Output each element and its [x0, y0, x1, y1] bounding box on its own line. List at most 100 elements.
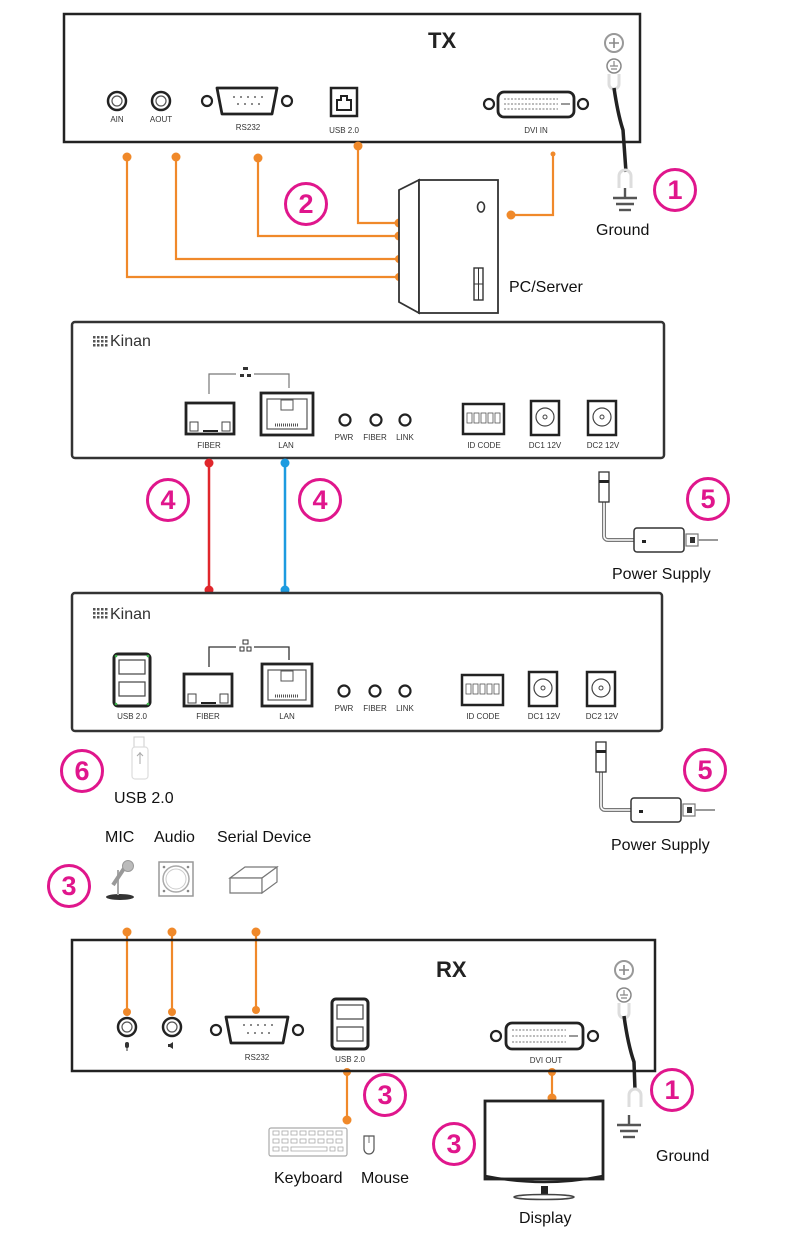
usb-a-dual-port [112, 652, 152, 708]
extender-rx-unit [70, 591, 664, 733]
dvi-in-label: DVI IN [524, 126, 548, 135]
lan-port-label: LAN [278, 441, 294, 450]
ground-cable [622, 1015, 637, 1091]
dc1-label: DC1 12V [527, 712, 561, 721]
link-led-label: LINK [396, 433, 414, 442]
kinan-logo-icon [93, 608, 108, 619]
step-number-3-usb: 3 [363, 1073, 407, 1117]
mic-label: MIC [105, 829, 135, 846]
step-number-5-bottom: 5 [683, 748, 727, 792]
serial-device-icon [228, 865, 279, 895]
microphone-icon [106, 860, 134, 900]
serial-device-label: Serial Device [217, 829, 312, 846]
pwr-led [338, 413, 352, 427]
rx-cable-dots [122, 927, 557, 1125]
tx-cables [125, 146, 555, 279]
mic-symbol-icon [125, 1042, 129, 1051]
id-code-label: ID CODE [467, 441, 501, 450]
link-led [398, 684, 412, 698]
speaker-icon [158, 861, 194, 897]
id-code-dip-switch [460, 673, 505, 707]
audio-out-port [161, 1016, 183, 1038]
aout-label: AOUT [149, 115, 173, 124]
lan-cable [280, 458, 290, 595]
ground-icon [615, 1113, 643, 1139]
fiber-cable [204, 458, 214, 595]
step-number-1: 1 [653, 168, 697, 212]
step-number-2: 2 [284, 182, 328, 226]
fiber-port-label: FIBER [196, 712, 220, 721]
rx-peripheral-cables [125, 932, 554, 1120]
usb-a-dual-port [330, 997, 370, 1051]
mouse-icon [363, 1135, 375, 1155]
fiber-port [184, 401, 236, 436]
ground-screw-icon [604, 33, 624, 91]
dc1-power-jack [529, 399, 561, 437]
keyboard-icon [268, 1127, 348, 1157]
speaker-symbol-icon [168, 1042, 173, 1049]
brand-label: Kinan [110, 606, 151, 623]
network-icon [240, 367, 251, 377]
step-number-3-peripherals: 3 [47, 864, 91, 908]
ground-label: Ground [596, 222, 650, 239]
usb-label: USB 2.0 [335, 1055, 365, 1064]
ground-label-bottom: Ground [656, 1148, 710, 1165]
usb-label: USB 2.0 [329, 126, 359, 135]
rx-title: RX [436, 957, 467, 982]
pwr-led-label: PWR [334, 433, 354, 442]
ain-label: AIN [110, 115, 124, 124]
rs232-label: RS232 [235, 123, 261, 132]
usb-b-port [329, 86, 359, 118]
tx-title: TX [428, 28, 457, 53]
link-led [398, 413, 412, 427]
ain-port [106, 90, 128, 112]
pwr-led-label: PWR [334, 704, 354, 713]
ground-screw-icon [614, 960, 634, 1020]
dvi-out-port [489, 1021, 600, 1051]
dc1-label: DC1 12V [528, 441, 562, 450]
usb-flash-drive-icon [131, 736, 149, 780]
step-number-1-bottom: 1 [650, 1068, 694, 1112]
lan-port [260, 662, 314, 708]
power-supply-label-bottom: Power Supply [611, 837, 710, 854]
keyboard-label: Keyboard [274, 1170, 343, 1187]
rx-unit [70, 938, 657, 1139]
display-icon [483, 1099, 605, 1201]
step-number-4-lan: 4 [298, 478, 342, 522]
dc2-power-jack [585, 670, 617, 708]
extender-tx-unit [70, 320, 666, 460]
dc1-power-jack [527, 670, 559, 708]
rs232-port [200, 86, 294, 116]
pc-server-icon [398, 178, 499, 315]
step-number-4-fiber: 4 [146, 478, 190, 522]
audio-label: Audio [154, 829, 195, 846]
link-led-label: LINK [396, 704, 414, 713]
dvi-out-label: DVI OUT [529, 1056, 563, 1065]
display-label: Display [519, 1210, 572, 1227]
dc2-power-jack [586, 399, 618, 437]
pwr-led [337, 684, 351, 698]
network-icon [239, 639, 252, 652]
ground-icon [611, 186, 639, 212]
fiber-led-label: FIBER [363, 433, 387, 442]
dvi-in-port [482, 90, 590, 119]
ground-cable [612, 87, 628, 173]
rs232-label: RS232 [244, 1053, 270, 1062]
rs232-port [209, 1015, 305, 1045]
id-code-dip-switch [461, 402, 506, 436]
fiber-led [369, 413, 383, 427]
id-code-label: ID CODE [466, 712, 500, 721]
tx-unit [62, 12, 642, 212]
dc2-label: DC2 12V [585, 712, 619, 721]
fiber-led-label: FIBER [363, 704, 387, 713]
aout-port [150, 90, 172, 112]
lan-port [259, 391, 315, 437]
mic-port [116, 1016, 138, 1038]
fiber-port [182, 672, 234, 708]
mouse-label: Mouse [361, 1170, 410, 1187]
usb-port-label: USB 2.0 [117, 712, 147, 721]
kinan-logo-icon [93, 336, 108, 347]
dc2-label: DC2 12V [586, 441, 620, 450]
fiber-port-label: FIBER [197, 441, 221, 450]
